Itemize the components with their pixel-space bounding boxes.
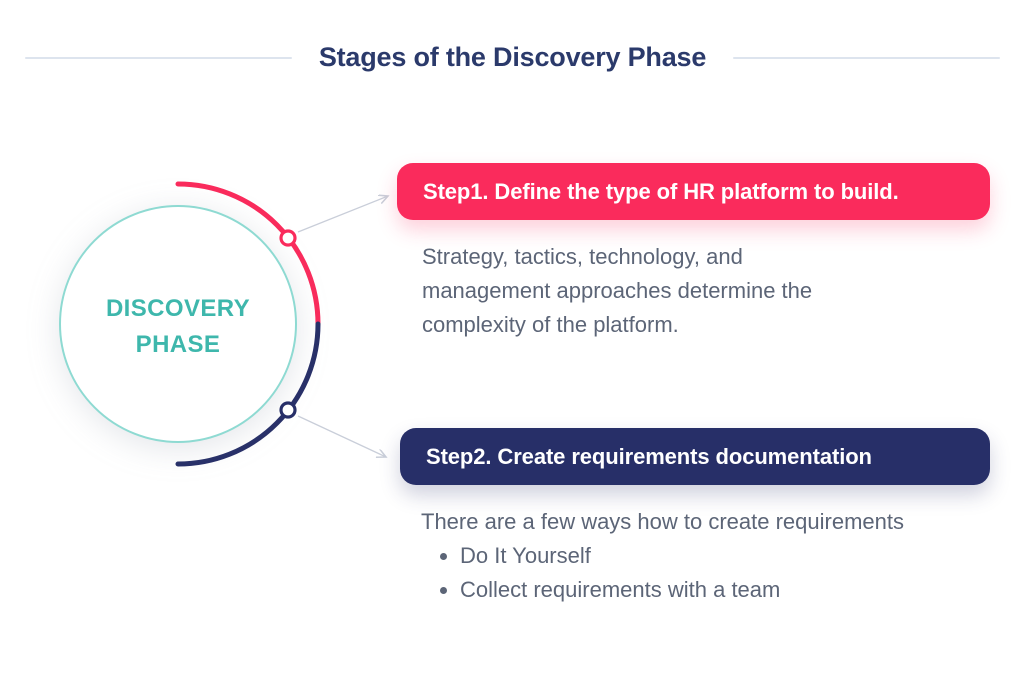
step2-bullet-item: Do It Yourself [460,539,1001,573]
header-rule-left [25,56,292,59]
node-step1 [279,229,297,247]
step2-banner: Step2. Create requirements documentation [400,428,990,485]
step2-bullet-list: Do It Yourself Collect requirements with… [421,539,1001,607]
header: Stages of the Discovery Phase [25,42,1000,73]
step1-banner: Step1. Define the type of HR platform to… [397,163,990,220]
node-step2 [279,401,297,419]
page-title: Stages of the Discovery Phase [318,42,707,72]
step2-bullet-item: Collect requirements with a team [460,573,1001,607]
circle-label-line2: PHASE [135,331,221,358]
circle-label-line1: DISCOVERY [105,295,251,322]
header-rule-right [733,56,1000,59]
step2-banner-label: Step2. Create requirements documentation [426,443,872,469]
step1-banner-label: Step1. Define the type of HR platform to… [423,178,899,204]
connector-arrow-step1 [297,196,388,233]
connector-arrow-step2 [297,415,386,457]
circle-label: DISCOVERY PHASE [58,291,298,363]
step2-description: There are a few ways how to create requi… [421,505,1001,607]
step2-intro: There are a few ways how to create requi… [421,509,905,534]
step1-description: Strategy, tactics, technology, and manag… [422,244,813,337]
